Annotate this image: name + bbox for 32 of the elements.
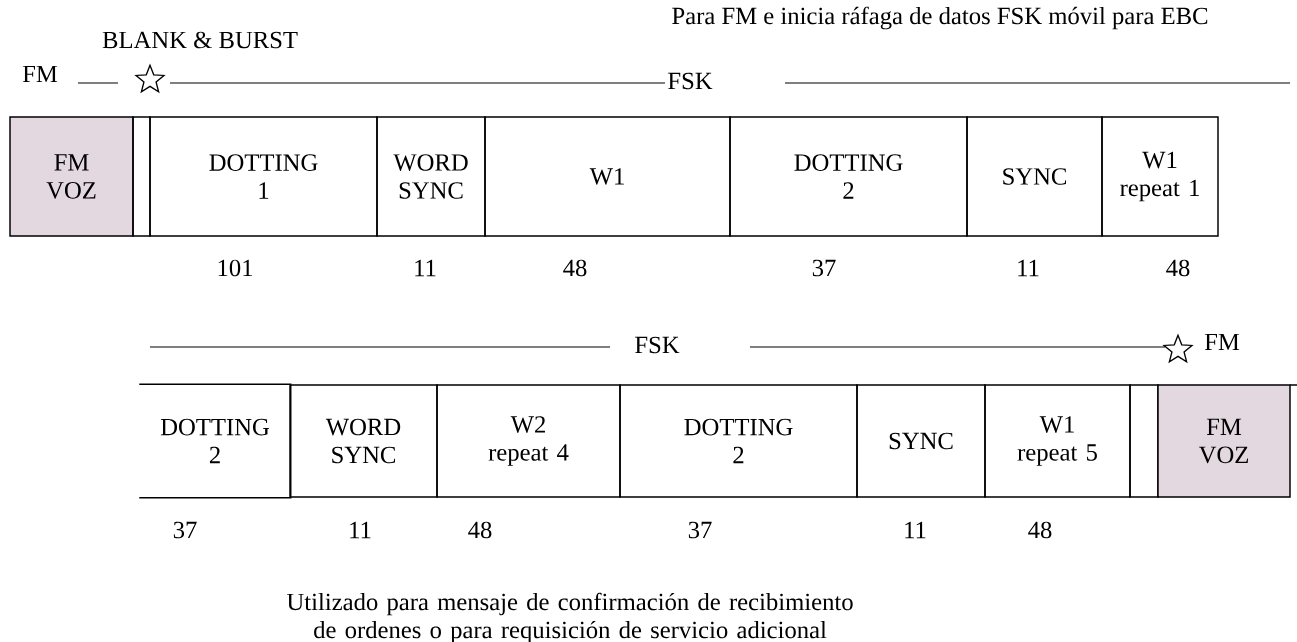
frame-cell: DOTTING 1	[149, 116, 378, 237]
frame-cell: DOTTING 2	[138, 383, 292, 499]
frame-cell: W1 repeat 1	[1101, 116, 1219, 237]
bit-count: 11	[905, 521, 926, 539]
bit-count: 48	[1028, 521, 1052, 539]
frame-cell: DOTTING 2	[729, 116, 968, 237]
bit-count: 11	[415, 259, 436, 277]
bit-count: 101	[218, 259, 253, 277]
signal-label: FSK	[635, 336, 680, 354]
bit-count: 37	[688, 521, 712, 539]
signal-label: FSK	[668, 72, 713, 90]
bit-count: 37	[812, 259, 836, 277]
voice-cell: FM VOZ	[9, 116, 134, 237]
bit-count: 48	[1166, 259, 1190, 277]
heading-text: Para FM e inicia ráfaga de datos FSK móvil para EBC	[672, 6, 1208, 30]
voice-cell: FM VOZ	[1157, 384, 1291, 498]
bit-count: 48	[563, 259, 587, 277]
frame-cell: W1	[484, 116, 731, 237]
frame-cell: WORD SYNC	[376, 116, 486, 237]
bit-count: 48	[468, 521, 492, 539]
label-text: BLANK & BURST	[102, 31, 298, 49]
bit-count: 11	[1018, 259, 1039, 277]
signal-label: FM	[1204, 333, 1240, 351]
bit-count: 11	[350, 521, 371, 539]
frame-cell: SYNC	[966, 116, 1103, 237]
empty-box	[132, 116, 151, 237]
frame-cell: W2 repeat 4	[436, 384, 621, 498]
signal-label: FM	[22, 65, 58, 83]
frame-cell: WORD SYNC	[289, 384, 438, 498]
frame-cell: SYNC	[856, 384, 986, 498]
frame-cell: DOTTING 2	[619, 384, 858, 498]
frame-cell: W1 repeat 5	[984, 384, 1131, 498]
